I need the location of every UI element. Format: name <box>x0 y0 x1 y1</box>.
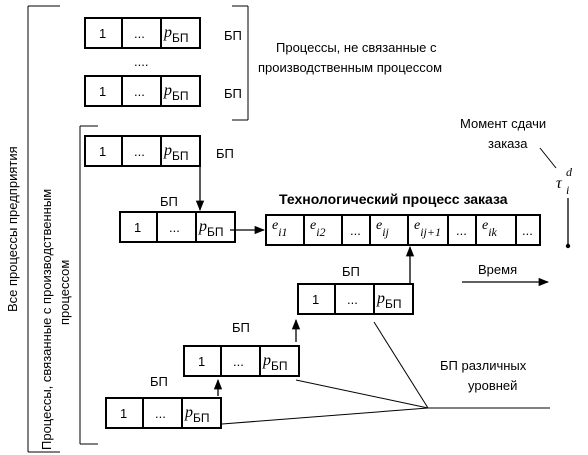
top-group-bracket <box>232 5 249 121</box>
svg-text:ei1: ei1 <box>272 218 288 239</box>
block-cell <box>160 135 201 167</box>
related-processes-label-line2: процессом <box>57 260 72 325</box>
block-cell-ellipsis: ... <box>134 144 145 159</box>
block-cell-number: 1 <box>134 220 141 235</box>
block-cell-number: 1 <box>312 292 319 307</box>
block-cell <box>195 211 236 243</box>
top-block-2: 1... pБП БП <box>84 75 242 107</box>
levels-label-line1: БП различных <box>440 358 527 373</box>
block-cell-p-bp: pБП <box>163 82 189 103</box>
block-cell-p-bp: pБП <box>163 24 189 45</box>
block-cell-number: 1 <box>99 26 106 41</box>
block-cell <box>121 75 162 107</box>
process-cell: ei1 <box>265 214 305 246</box>
bp-label: БП <box>216 146 234 161</box>
svg-text:...: ... <box>456 223 467 238</box>
svg-text:τ: τ <box>556 175 563 192</box>
process-cell: ... <box>447 214 477 246</box>
block-cell <box>259 345 300 377</box>
top-group-label-line1: Процессы, не связанные с <box>276 40 437 55</box>
block-cell-p-bp: pБП <box>262 352 288 373</box>
bp-label: БП <box>160 194 178 209</box>
process-cell: eij+1 <box>407 214 449 246</box>
levels-leaders <box>221 321 550 425</box>
block-cell-ellipsis: ... <box>169 220 180 235</box>
svg-text:eij+1: eij+1 <box>414 218 441 239</box>
block-cell <box>373 283 414 315</box>
block-cell-ellipsis: ... <box>347 292 358 307</box>
block-cell <box>160 17 201 49</box>
block-cell-p-bp: pБП <box>376 290 402 311</box>
svg-text:d: d <box>566 165 573 179</box>
block-cell-p-bp: pБП <box>184 404 210 425</box>
bp-label: БП <box>224 86 242 101</box>
process-cell: eij <box>369 214 409 246</box>
block-cell-number: 1 <box>198 354 205 369</box>
block-level-0: 1... pБП БП <box>105 374 222 429</box>
block-cell <box>84 135 123 167</box>
block-level-2: 1... pБП БП <box>297 264 414 315</box>
all-processes-label: Все процессы предприятия <box>5 146 20 312</box>
inner-bracket <box>79 125 98 445</box>
block-cell <box>121 17 162 49</box>
deadline-leader <box>539 147 557 169</box>
deadline-label-line1: Момент сдачи <box>460 116 546 131</box>
bp-label: БП <box>150 374 168 389</box>
svg-text:...: ... <box>522 223 533 238</box>
process-cell: ... <box>341 214 371 246</box>
block-cell-p-bp: pБП <box>163 142 189 163</box>
svg-text:i: i <box>566 183 569 197</box>
deadline-point <box>565 243 571 249</box>
bp-label: БП <box>224 28 242 43</box>
block-cell-number: 1 <box>99 144 106 159</box>
svg-text:eik: eik <box>482 218 498 239</box>
outer-bracket <box>27 5 60 453</box>
block-cell <box>160 75 201 107</box>
block-cell-ellipsis: ... <box>233 354 244 369</box>
process-cell: ei2 <box>303 214 343 246</box>
block-cell-number: 1 <box>120 406 127 421</box>
process-title: Технологический процесс заказа <box>279 191 508 207</box>
block-cell-p-bp: pБП <box>198 218 224 239</box>
svg-text:eij: eij <box>376 218 390 239</box>
block-cell <box>105 397 144 429</box>
block-cell <box>156 211 197 243</box>
top-block-1: 1... pБП БП <box>84 17 242 49</box>
time-label: Время <box>478 262 517 277</box>
top-group-ellipsis: .... <box>134 54 148 69</box>
block-cell-ellipsis: ... <box>155 406 166 421</box>
svg-text:ei2: ei2 <box>310 218 326 239</box>
block-cell <box>84 75 123 107</box>
process-cell: ... <box>515 214 541 246</box>
block-cell-ellipsis: ... <box>134 84 145 99</box>
top-group-label-line2: производственным процессом <box>258 60 442 75</box>
block-cell-ellipsis: ... <box>134 26 145 41</box>
block-cell-number: 1 <box>99 84 106 99</box>
block-level-4: 1... pБП БП <box>84 135 234 167</box>
flow-arrows <box>195 163 415 396</box>
block-level-3: 1... pБП БП <box>119 194 236 243</box>
deadline-label-line2: заказа <box>488 136 528 151</box>
block-cell <box>142 397 183 429</box>
svg-text:...: ... <box>350 223 361 238</box>
levels-label-line2: уровней <box>468 378 517 393</box>
bp-label: БП <box>342 264 360 279</box>
block-level-1: 1... pБП БП <box>183 320 300 377</box>
block-cell <box>181 397 222 429</box>
process-cell: eik <box>475 214 517 246</box>
bp-label: БП <box>232 320 250 335</box>
related-processes-label-line1: Процессы, связанные с производственным <box>39 189 54 450</box>
deadline-symbol: τ d i <box>556 165 573 197</box>
